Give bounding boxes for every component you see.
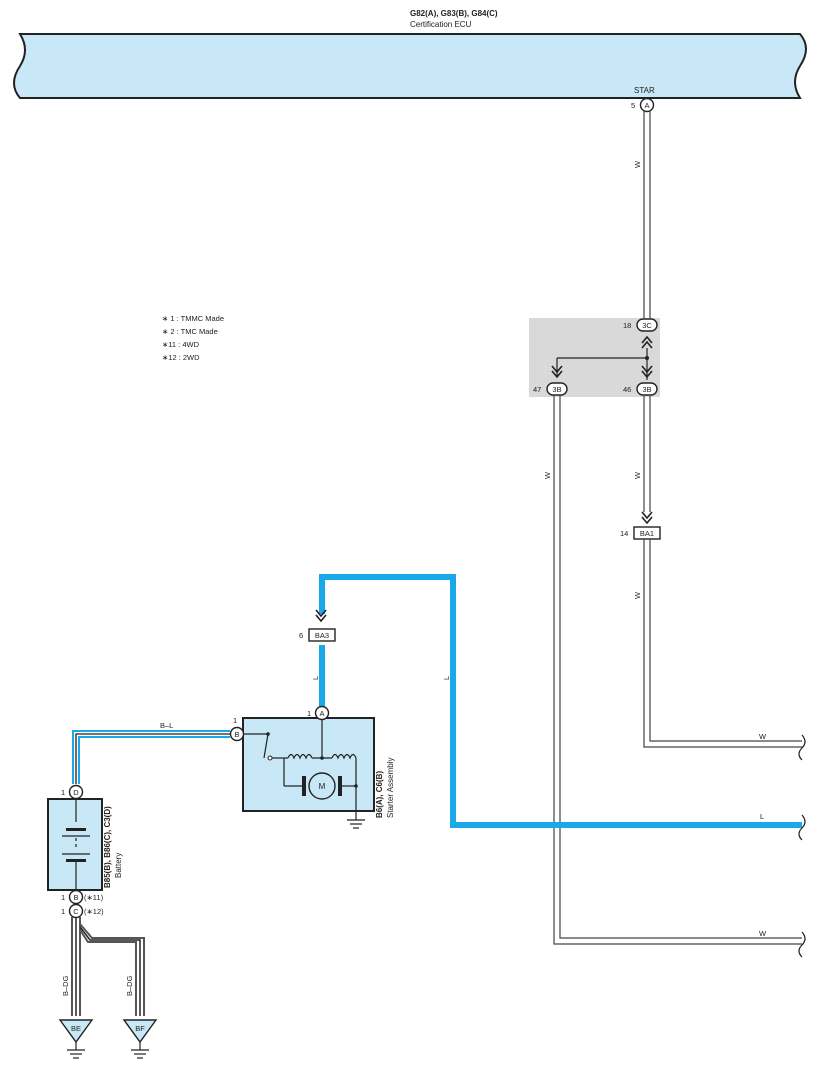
legend: ∗ 1 : TMMC Made ∗ 2 : TMC Made ∗11 : 4WD… <box>162 314 224 362</box>
svg-text:B: B <box>73 893 78 902</box>
svg-text:W: W <box>633 471 642 479</box>
svg-text:B–DG: B–DG <box>61 975 70 996</box>
svg-text:(∗11): (∗11) <box>84 893 104 902</box>
ground-be: BE <box>58 1019 94 1059</box>
svg-text:L: L <box>311 676 320 680</box>
ecu-connectors: G82(A), G83(B), G84(C) <box>410 9 498 18</box>
wire-b-l: B–L <box>72 721 230 784</box>
wire-b-dg: B–DG B–DG <box>61 917 145 1016</box>
motor-icon <box>308 772 336 800</box>
legend-item: ∗ 2 : TMC Made <box>162 327 218 336</box>
connector-ba1: BA1 14 <box>620 526 661 540</box>
svg-text:C: C <box>73 907 79 916</box>
svg-text:14: 14 <box>620 529 628 538</box>
svg-text:3B: 3B <box>642 385 651 394</box>
svg-text:1: 1 <box>61 893 65 902</box>
legend-item: ∗12 : 2WD <box>162 353 200 362</box>
starter-name: Starter Assembly <box>386 758 395 818</box>
svg-text:B: B <box>234 730 239 739</box>
svg-text:BF: BF <box>135 1024 145 1033</box>
svg-text:BE: BE <box>71 1024 81 1033</box>
svg-text:A: A <box>319 709 324 718</box>
svg-text:A: A <box>644 101 649 110</box>
svg-text:B–L: B–L <box>160 721 173 730</box>
ecu-pin-5: A 5 <box>631 97 655 113</box>
svg-text:47: 47 <box>533 385 541 394</box>
wire-w-ba1-to-right: W W <box>633 539 806 761</box>
svg-text:5: 5 <box>631 101 635 110</box>
svg-text:W: W <box>633 160 642 168</box>
svg-text:L: L <box>442 676 451 680</box>
starter-assembly: A 1 B 1 M B6(A), C6(B) Starter Assembly <box>229 705 395 820</box>
svg-text:M: M <box>319 782 326 791</box>
battery-name: Battery <box>114 853 123 878</box>
wire-w-46-to-ba1: W <box>633 396 653 525</box>
wire-w-ecu-to-junction: W <box>633 111 651 318</box>
svg-text:1: 1 <box>233 716 237 725</box>
svg-text:(∗12): (∗12) <box>84 907 104 916</box>
ecu-block: G82(A), G83(B), G84(C) Certification ECU… <box>13 9 807 99</box>
svg-text:18: 18 <box>623 321 631 330</box>
svg-text:1: 1 <box>307 709 311 718</box>
svg-text:BA1: BA1 <box>640 529 654 538</box>
ground-bf: BF <box>122 1019 158 1059</box>
svg-text:46: 46 <box>623 385 631 394</box>
ecu-name: Certification ECU <box>410 20 472 29</box>
wire-l-blue: L L L <box>311 574 806 841</box>
svg-text:W: W <box>543 471 552 479</box>
battery: D 1 B85(B), B86(C), C3(D) Battery B 1 (∗… <box>47 784 123 919</box>
connector-ba3: BA3 6 <box>299 628 336 642</box>
svg-text:W: W <box>633 591 642 599</box>
svg-text:L: L <box>760 812 764 821</box>
ecu-terminal-name: STAR <box>634 86 655 95</box>
svg-text:1: 1 <box>61 907 65 916</box>
starter-connectors: B6(A), C6(B) <box>375 771 384 818</box>
ground-icon <box>347 819 365 829</box>
svg-text:1: 1 <box>61 788 65 797</box>
svg-text:B–DG: B–DG <box>125 975 134 996</box>
svg-text:6: 6 <box>299 631 303 640</box>
wire-w-47-to-right: W W <box>543 396 806 958</box>
svg-text:3C: 3C <box>642 321 652 330</box>
svg-text:3B: 3B <box>552 385 561 394</box>
svg-text:W: W <box>759 929 767 938</box>
svg-text:W: W <box>759 732 767 741</box>
battery-connectors: B85(B), B86(C), C3(D) <box>103 806 112 888</box>
legend-item: ∗ 1 : TMMC Made <box>162 314 224 323</box>
svg-text:BA3: BA3 <box>315 631 329 640</box>
svg-text:D: D <box>73 788 79 797</box>
legend-item: ∗11 : 4WD <box>162 340 200 349</box>
junction-block: 3C 18 3B 47 3B 46 <box>529 318 660 397</box>
